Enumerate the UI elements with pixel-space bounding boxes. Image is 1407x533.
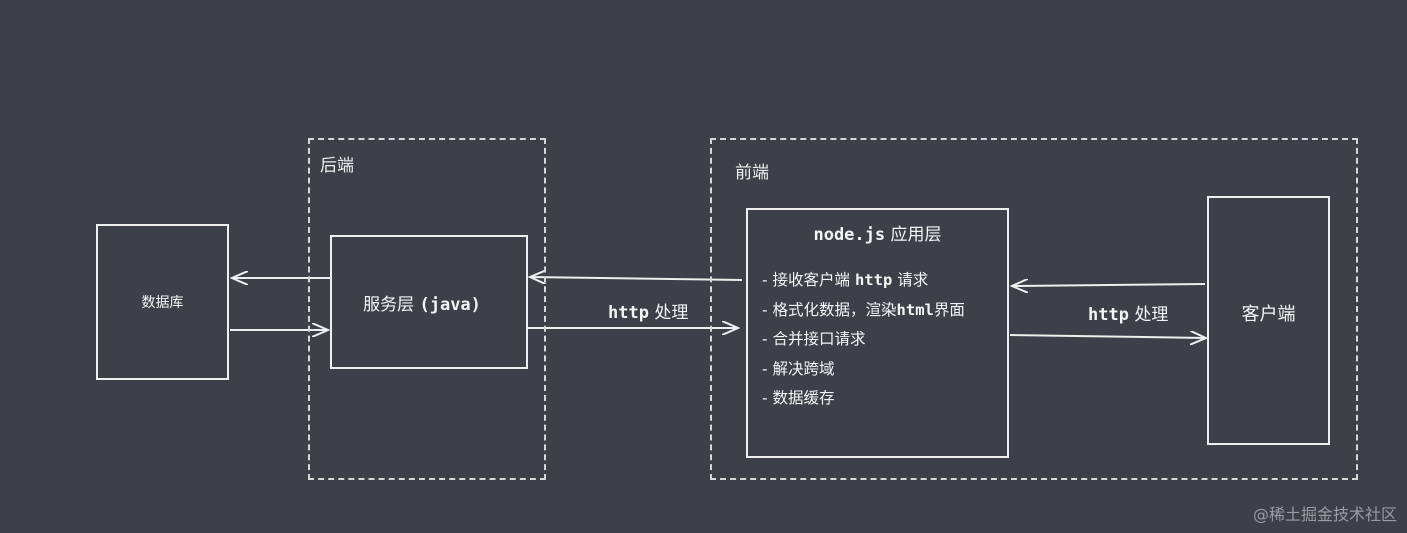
list-item: 数据缓存 (762, 384, 965, 414)
database-box: 数据库 (96, 224, 229, 380)
nodejs-responsibility-list: 接收客户端 http 请求 格式化数据，渲染html界面 合并接口请求 解决跨域… (762, 266, 965, 414)
backend-group (308, 138, 546, 480)
backend-group-label: 后端 (320, 156, 354, 176)
list-item: 合并接口请求 (762, 325, 965, 355)
client-box: 客户端 (1207, 196, 1330, 445)
edge-label-service-node: http 处理 (608, 303, 689, 323)
watermark: @稀土掘金技术社区 (1252, 505, 1397, 524)
client-label: 客户端 (1241, 303, 1296, 325)
arrow-client-to-node (1012, 284, 1206, 286)
service-layer-box: 服务层 (java) (330, 235, 528, 369)
nodejs-app-layer-box: node.js 应用层 接收客户端 http 请求 格式化数据，渲染html界面… (746, 208, 1009, 458)
nodejs-app-layer-title: node.js 应用层 (813, 225, 942, 245)
frontend-group (710, 138, 1358, 480)
arrow-node-to-client (1009, 335, 1206, 338)
arrow-node-to-service (530, 277, 743, 280)
frontend-group-label: 前端 (735, 163, 769, 183)
database-label: 数据库 (141, 295, 184, 311)
list-item: 接收客户端 http 请求 (762, 266, 965, 296)
list-item: 解决跨域 (762, 355, 965, 385)
service-layer-label: 服务层 (java) (363, 294, 481, 315)
list-item: 格式化数据，渲染html界面 (762, 296, 965, 326)
edge-label-node-client: http 处理 (1088, 305, 1169, 325)
